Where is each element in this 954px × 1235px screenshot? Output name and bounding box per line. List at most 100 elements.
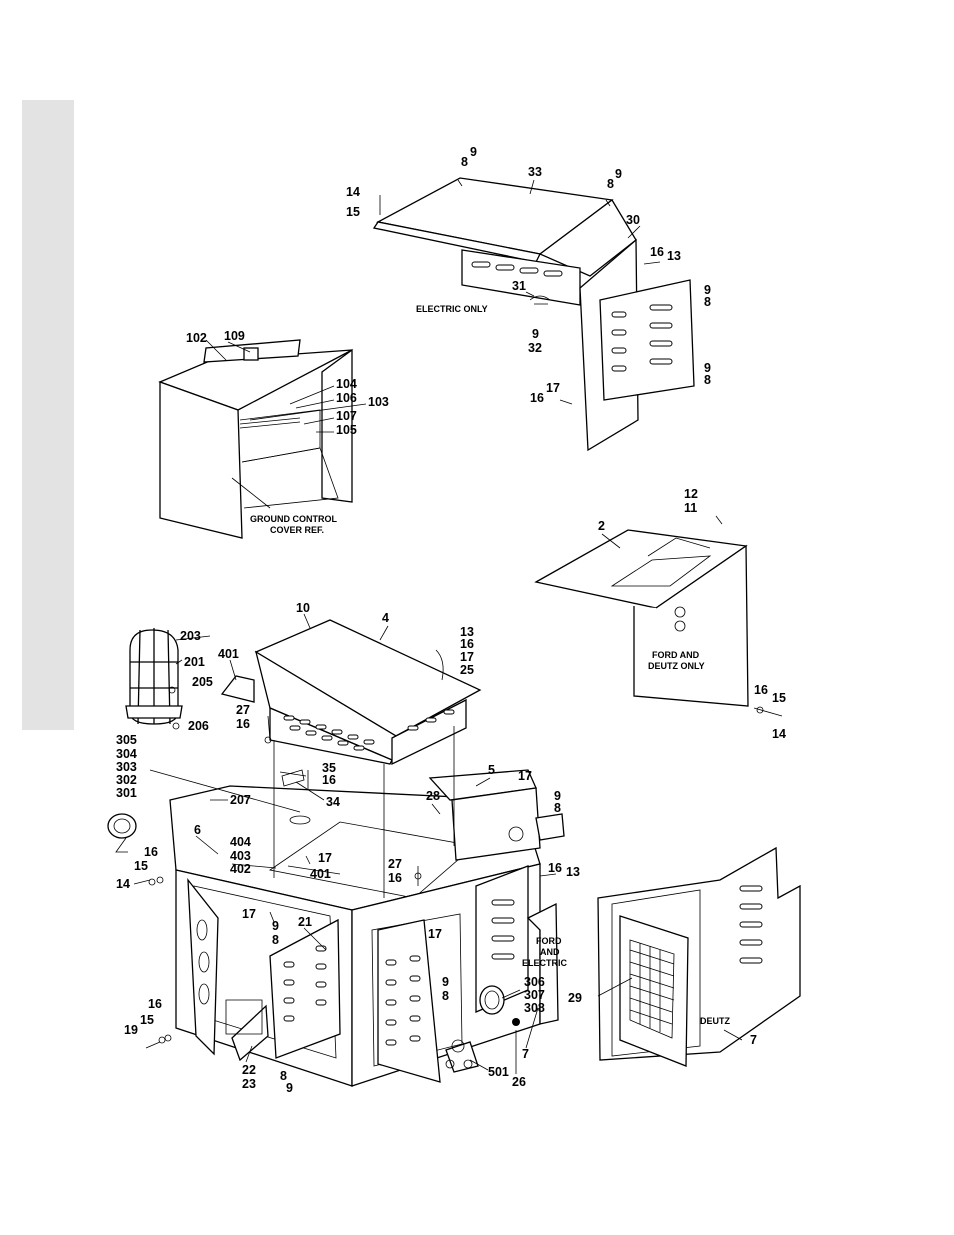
tag-15: 15 [346,205,360,219]
tag-25: 25 [460,663,474,677]
tag-207: 207 [230,793,251,807]
beacon-lamp [125,628,183,725]
tag-9: 9 [442,975,449,989]
tag-5: 5 [488,763,495,777]
tag-13: 13 [667,249,681,263]
tag-17: 17 [518,769,532,783]
tag-501: 501 [488,1065,509,1079]
tag-8: 8 [272,933,279,947]
tag-16: 16 [530,391,544,405]
tag-16: 16 [754,683,768,697]
door-22 [231,1004,269,1062]
recess-22 [225,999,263,1035]
gc-floor [241,447,339,509]
tag-17: 17 [318,851,332,865]
tag-106: 106 [336,391,357,405]
electric-rear-panel [461,249,581,306]
tag-103: 103 [368,395,389,409]
deutz-panel-inner [611,889,701,1057]
panel-2-hole-b [674,620,686,632]
tag-8: 8 [280,1069,287,1083]
label-ford-electric-line3: ELECTRIC [522,958,568,968]
tag-104: 104 [336,377,357,391]
tag-307: 307 [524,988,545,1002]
tag-32: 32 [528,341,542,355]
tag-305: 305 [116,733,137,747]
tag-27: 27 [236,703,250,717]
label-ford-deutz-line2: DEUTZ ONLY [648,661,705,671]
label-deutz: DEUTZ [700,1016,730,1026]
door-21 [269,918,341,1059]
tag-12: 12 [684,487,698,501]
tag-9: 9 [272,919,279,933]
tag-28: 28 [426,789,440,803]
tag-9: 9 [554,789,561,803]
tag-304: 304 [116,747,137,761]
reference-labels: ELECTRIC ONLY GROUND CONTROL COVER REF. … [250,304,730,1026]
tag-9: 9 [704,283,711,297]
tag-16: 16 [322,773,336,787]
tag-302: 302 [116,773,137,787]
tag-11: 11 [684,501,697,515]
electric-door-panel [599,279,695,401]
tag-15: 15 [772,691,786,705]
tag-401: 401 [310,867,331,881]
door-right-front-slots [385,955,421,1046]
label-ford-electric-line1: FORD [536,936,562,946]
electric-rear-slots [471,261,563,277]
plug-26 [512,1018,520,1026]
tag-35: 35 [322,761,336,775]
tag-109: 109 [224,329,245,343]
tag-306: 306 [524,975,545,989]
tag-16: 16 [650,245,664,259]
top-cover-assembly [372,177,695,452]
tag-205: 205 [192,675,213,689]
tag-303: 303 [116,760,137,774]
bracket-401 [220,675,255,703]
tag-105: 105 [336,423,357,437]
tag-30: 30 [626,213,640,227]
tag-8: 8 [461,155,468,169]
tag-7: 7 [750,1033,757,1047]
tag-31: 31 [512,279,526,293]
tag-14: 14 [116,877,130,891]
bracket-5-foot [535,813,565,841]
vent-box-side [391,698,467,766]
tag-401: 401 [218,647,239,661]
tag-107: 107 [336,409,357,423]
tag-9: 9 [615,167,622,181]
tag-33: 33 [528,165,542,179]
side-panel-flange [526,902,559,1025]
hardware-marks [133,649,783,1049]
tag-34: 34 [326,795,340,809]
tag-14: 14 [772,727,786,741]
clamp-32 [529,295,551,305]
tag-27: 27 [388,857,402,871]
tag-10: 10 [296,601,310,615]
panel-2-window [647,537,711,557]
tag-2: 2 [598,519,605,533]
tag-9: 9 [704,361,711,375]
label-ford-electric-line2: AND [540,947,560,957]
deutz-panel-slots [739,885,763,964]
gc-left-side [159,381,243,539]
tag-22: 22 [242,1063,256,1077]
side-tab [22,100,74,730]
tag-9: 9 [532,327,539,341]
work-lamp-301 [107,813,137,853]
panel-2-cutout [610,555,712,587]
tag-13: 13 [566,865,580,879]
tag-16: 16 [548,861,562,875]
tag-21: 21 [298,915,312,929]
gc-hinge [239,417,301,429]
tag-6: 6 [194,823,201,837]
vent-slots-side [407,709,455,731]
tag-23: 23 [242,1077,256,1091]
panel-2-side [633,544,749,707]
gc-inner-panel [239,409,321,463]
ford-deutz-panel [534,515,749,707]
left-door-open [187,877,219,1056]
door-21-slots [283,945,327,1022]
label-ground-control-line2: COVER REF. [270,525,324,535]
